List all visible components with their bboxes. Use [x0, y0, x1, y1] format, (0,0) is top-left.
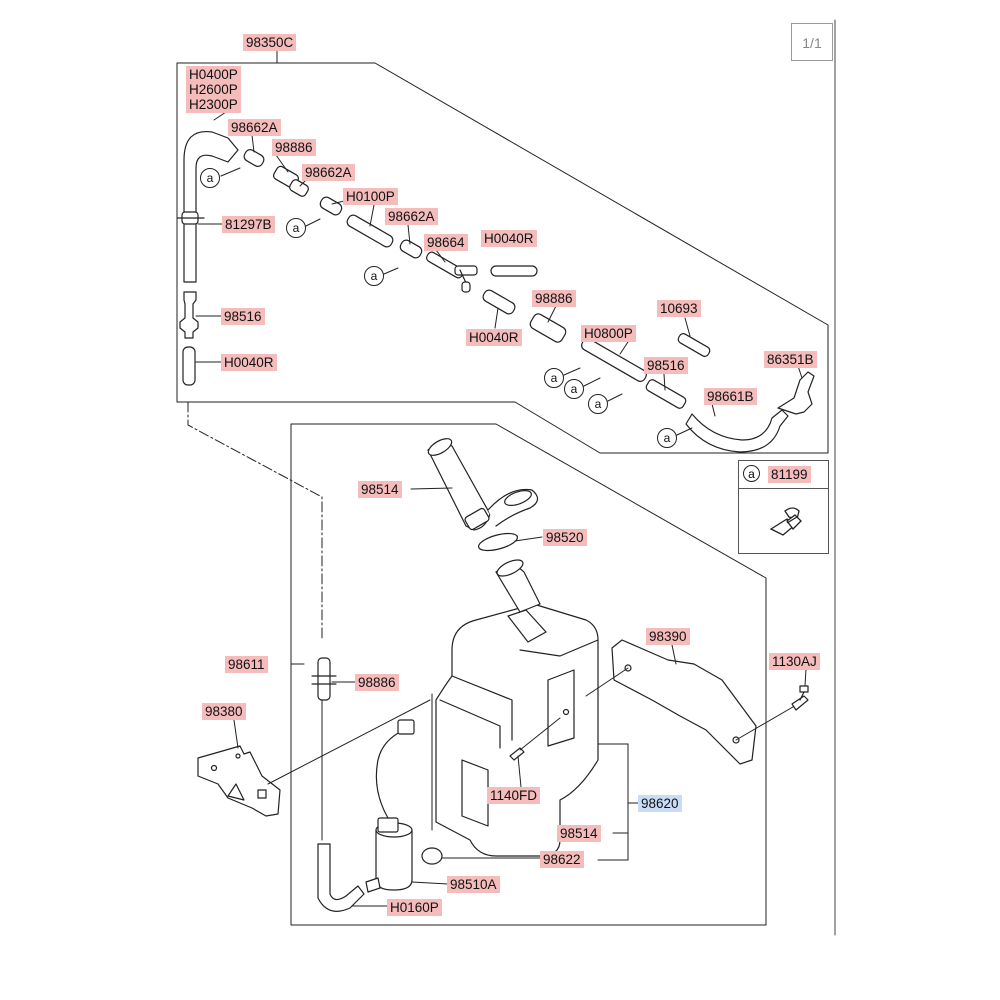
part-label-98661b[interactable]: 98661B — [704, 388, 757, 405]
part-label-98514[interactable]: 98514 — [557, 825, 601, 842]
part-label-98516[interactable]: 98516 — [644, 357, 688, 374]
part-label-98520[interactable]: 98520 — [543, 529, 587, 546]
reference-marker-a: a — [364, 266, 384, 286]
part-label-98516[interactable]: 98516 — [221, 308, 265, 325]
reference-marker-a: a — [564, 379, 584, 399]
part-label-h0040r[interactable]: H0040R — [221, 354, 277, 371]
part-label-98664[interactable]: 98664 — [424, 234, 468, 251]
elbow-hose-drawing — [685, 409, 789, 453]
part-label-h0040r[interactable]: H0040R — [481, 230, 537, 247]
part-label-98622[interactable]: 98622 — [540, 851, 584, 868]
reference-marker-a: a — [588, 394, 608, 414]
part-label-98886[interactable]: 98886 — [272, 139, 316, 156]
part-label-98514[interactable]: 98514 — [358, 481, 402, 498]
reference-marker-a: a — [544, 368, 564, 388]
part-label-h2600p[interactable]: H2600P — [186, 81, 241, 98]
part-label-86351b[interactable]: 86351B — [764, 351, 817, 368]
legend-marker: a — [743, 465, 760, 482]
reference-marker-a: a — [200, 168, 220, 188]
hose-assembly-boundary — [176, 62, 829, 454]
page-indicator: 1/1 — [791, 23, 833, 61]
part-label-1130aj[interactable]: 1130AJ — [769, 653, 820, 670]
part-label-10693[interactable]: 10693 — [657, 300, 701, 317]
reference-marker-a: a — [286, 218, 306, 238]
part-label-h0160p[interactable]: H0160P — [387, 899, 442, 916]
part-label-98611[interactable]: 98611 — [225, 656, 268, 673]
part-label-81199[interactable]: 81199 — [768, 466, 811, 483]
part-label-81297b[interactable]: 81297B — [222, 216, 275, 233]
hose-routing-line — [187, 401, 323, 641]
filler-seal-drawing — [477, 532, 519, 552]
part-label-98350c[interactable]: 98350C — [243, 34, 297, 51]
grommet-drawing — [421, 847, 443, 865]
part-label-98620[interactable]: 98620 — [638, 795, 682, 812]
part-label-98662a[interactable]: 98662A — [385, 208, 438, 225]
clip-icon — [769, 507, 802, 536]
part-label-98886[interactable]: 98886 — [532, 290, 576, 307]
reference-marker-a: a — [657, 428, 677, 448]
part-label-98886[interactable]: 98886 — [355, 674, 399, 691]
bracket-98380-drawing — [197, 745, 281, 817]
part-label-98390[interactable]: 98390 — [646, 628, 690, 645]
part-label-98510a[interactable]: 98510A — [447, 876, 500, 893]
part-label-1140fd[interactable]: 1140FD — [487, 787, 541, 804]
part-label-h0400p[interactable]: H0400P — [186, 66, 241, 83]
part-label-98662a[interactable]: 98662A — [228, 119, 281, 136]
left-hose-drawing — [183, 130, 239, 283]
elbow-connector-drawing — [777, 371, 815, 415]
left-nozzle-drawing — [179, 291, 199, 339]
bracket-98390-drawing — [611, 639, 757, 765]
legend-header: a 81199 — [739, 461, 828, 489]
pump-hose-drawing — [317, 843, 365, 912]
part-label-h0040r[interactable]: H0040R — [466, 329, 522, 346]
reservoir-boundary — [290, 423, 767, 926]
connector-98886-lower — [317, 657, 331, 701]
part-label-h0100p[interactable]: H0100P — [343, 188, 398, 205]
pump-drawing — [375, 829, 413, 891]
part-label-h2300p[interactable]: H2300P — [186, 96, 241, 113]
left-short-hose-drawing — [182, 346, 196, 386]
part-label-98380[interactable]: 98380 — [202, 703, 246, 720]
part-label-h0800p[interactable]: H0800P — [581, 325, 636, 342]
legend-box: a 81199 — [738, 460, 829, 554]
part-label-98662a[interactable]: 98662A — [302, 164, 355, 181]
